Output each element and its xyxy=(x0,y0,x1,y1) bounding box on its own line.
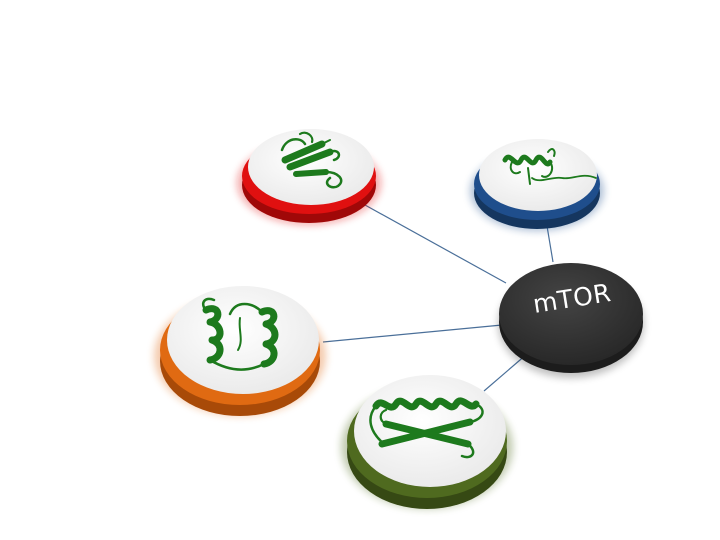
protein-node-blue xyxy=(470,139,604,231)
protein-node-olive xyxy=(341,375,513,509)
connector-orange xyxy=(322,324,503,343)
mtor-hub xyxy=(498,263,644,378)
protein-node-orange xyxy=(154,286,326,416)
short-helix-coil-icon xyxy=(502,148,597,185)
helix-sheet-icon xyxy=(369,397,484,459)
beta-hairpin-icon xyxy=(280,131,343,189)
helix-bundle-icon xyxy=(202,297,279,371)
protein-node-red xyxy=(237,129,381,225)
connector-blue xyxy=(546,225,554,263)
connector-red xyxy=(364,204,507,284)
